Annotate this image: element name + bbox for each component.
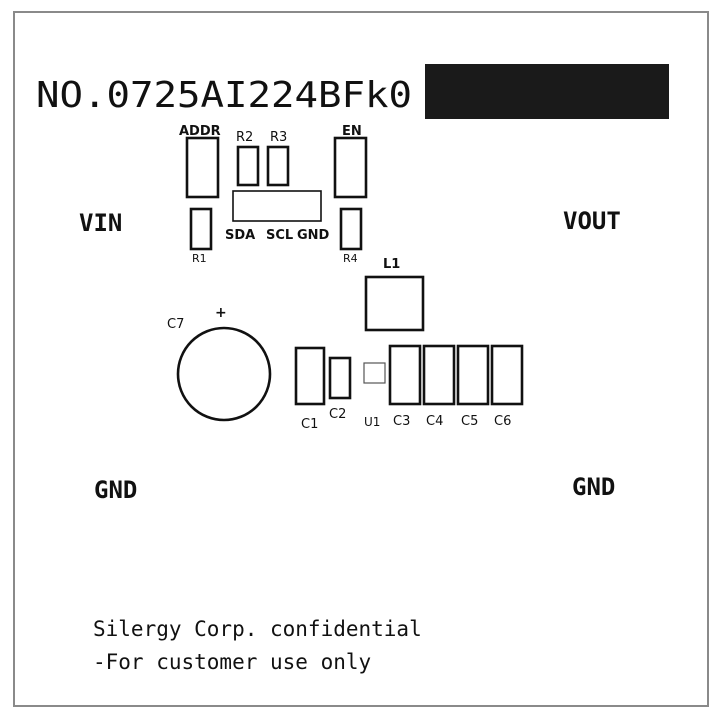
c6-footprint (490, 344, 524, 406)
c3-footprint (388, 344, 422, 406)
i2c-header-footprint (232, 190, 322, 222)
l1-footprint (364, 275, 425, 332)
part-number: NO.0725AI224BFk0 (36, 75, 412, 116)
r4-label: R4 (343, 252, 358, 265)
c2-label: C2 (329, 407, 346, 422)
c3-label: C3 (393, 414, 410, 429)
r3-label: R3 (270, 130, 287, 145)
footer-confidential: Silergy Corp. confidential (93, 617, 422, 641)
addr-label: ADDR (179, 124, 221, 139)
c1-footprint (294, 346, 326, 406)
c7-polarity-mark: + (215, 305, 227, 321)
c7-footprint (176, 326, 272, 422)
l1-label: L1 (383, 257, 400, 272)
c4-footprint (422, 344, 456, 406)
r2-label: R2 (236, 130, 253, 145)
u1-footprint (363, 362, 386, 384)
redaction-block (425, 64, 669, 119)
r2-footprint (236, 145, 260, 187)
u1-label: U1 (364, 415, 380, 429)
footer-customer-use: -For customer use only (93, 650, 371, 674)
c5-footprint (456, 344, 490, 406)
vin-label: VIN (79, 209, 122, 237)
gnd-left-label: GND (94, 476, 137, 504)
en-footprint (333, 136, 368, 199)
scl-label: SCL (266, 228, 293, 243)
gnd-right-label: GND (572, 473, 615, 501)
en-label: EN (342, 124, 362, 139)
r1-footprint (189, 207, 213, 251)
c2-footprint (328, 356, 352, 400)
sda-label: SDA (225, 228, 255, 243)
gnd-header-label: GND (297, 228, 330, 243)
vout-label: VOUT (563, 207, 621, 235)
r1-label: R1 (192, 252, 207, 265)
r4-footprint (339, 207, 363, 251)
addr-footprint (185, 136, 220, 199)
c5-label: C5 (461, 414, 478, 429)
c7-label: C7 (167, 317, 184, 332)
c1-label: C1 (301, 417, 318, 432)
board-outline (13, 11, 709, 707)
c4-label: C4 (426, 414, 443, 429)
c6-label: C6 (494, 414, 511, 429)
r3-footprint (266, 145, 290, 187)
